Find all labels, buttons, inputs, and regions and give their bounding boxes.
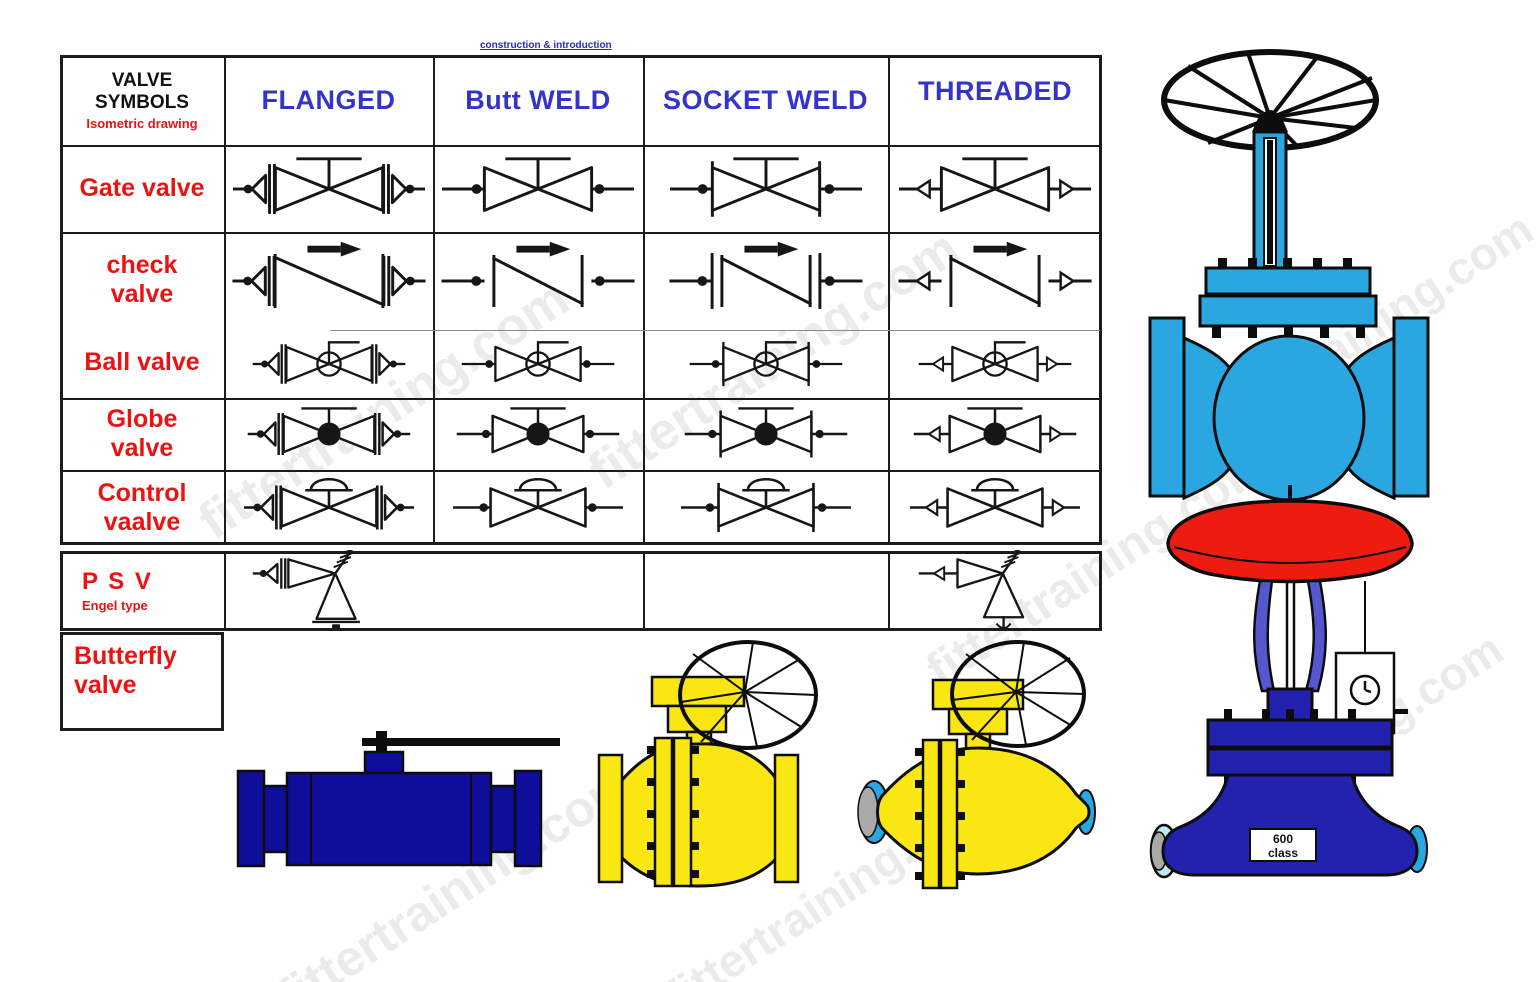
- symbols-table-frame: [60, 55, 1102, 545]
- ball-socket-weld-symbol: [689, 341, 842, 387]
- class-tag-line1: 600: [1273, 832, 1293, 846]
- row-label-butterfly-line2: valve: [74, 671, 137, 699]
- gate-flanged-symbol: [232, 156, 425, 214]
- lever-ball-valve-illustration: [236, 731, 560, 868]
- class-tag-line2: class: [1268, 846, 1298, 860]
- gate-butt-weld-symbol: [441, 156, 635, 212]
- check-socket-weld-symbol: [668, 241, 863, 309]
- control-butt-weld-symbol: [453, 477, 623, 528]
- control-flanged-symbol: [243, 477, 414, 530]
- ball-flanged-symbol: [252, 341, 405, 384]
- globe-flanged-symbol: [247, 407, 410, 456]
- check-butt-weld-symbol: [441, 241, 635, 307]
- column-header-socket-weld: SOCKET WELD: [663, 84, 868, 115]
- valve-body: [285, 771, 493, 867]
- column-header-butt-weld: Butt WELD: [465, 84, 611, 115]
- class-tag: [1249, 828, 1317, 862]
- flange-left: [236, 769, 266, 868]
- table-title-subtitle: Isometric drawing: [86, 115, 198, 131]
- row-label-gate-valve: Gate valve: [79, 174, 205, 203]
- actuator-dome: [1166, 499, 1414, 584]
- check-flanged-symbol: [231, 241, 426, 308]
- butterfly-row-frame: [60, 632, 224, 731]
- row-label-ball-valve: Ball valve: [84, 347, 200, 376]
- psv-threaded-symbol: [918, 550, 1026, 630]
- control-threaded-symbol: [910, 477, 1080, 528]
- row-label-globe-line1: Globe: [106, 405, 178, 434]
- handwheel-icon: [950, 640, 1086, 748]
- row-label-control-line2: vaalve: [103, 507, 181, 536]
- globe-threaded-symbol: [913, 407, 1077, 454]
- row-label-control-valve: Control vaalve: [62, 472, 222, 543]
- valve-body: [597, 736, 800, 888]
- table-title-line2: SYMBOLS: [95, 91, 189, 113]
- row-label-psv: P S V Engel type: [62, 553, 222, 629]
- column-header-flanged: FLANGED: [261, 84, 396, 115]
- gate-valve-illustration: [1148, 49, 1430, 502]
- globe-butt-weld-symbol: [456, 407, 620, 454]
- flange-right: [513, 769, 543, 868]
- row-label-control-line1: Control: [97, 478, 187, 507]
- welded-ball-valve-illustration: [857, 640, 1096, 890]
- valve-body: [857, 738, 1096, 890]
- row-label-butterfly-line1: Butterfly: [74, 642, 177, 671]
- bonnet-flange: [1198, 258, 1378, 338]
- psv-row-frame: [60, 551, 1102, 631]
- flange-left: [597, 753, 624, 884]
- yoke-legs: [1252, 579, 1328, 693]
- flanged-ball-valve-illustration: [597, 640, 818, 888]
- top-note: construction & introduction: [480, 40, 612, 51]
- flange-right: [773, 753, 800, 884]
- column-header-threaded: THREADED: [917, 75, 1072, 106]
- control-socket-weld-symbol: [680, 477, 851, 533]
- row-label-psv-main: P S V: [82, 567, 153, 595]
- handwheel-icon: [678, 640, 818, 750]
- row-label-check-valve: check valve: [62, 240, 222, 320]
- gate-socket-weld-symbol: [669, 156, 862, 217]
- valve-body: 600 class: [1149, 773, 1428, 879]
- row-label-globe-valve: Globe valve: [62, 400, 222, 468]
- row-label-psv-sub: Engel type: [82, 598, 148, 614]
- psv-flanged-symbol: [252, 550, 360, 629]
- table-title: VALVE SYMBOLS Isometric drawing: [62, 57, 222, 143]
- row-label-butterfly-valve: Butterfly valve: [62, 636, 222, 706]
- row-label-globe-line2: valve: [110, 434, 174, 462]
- control-valve-illustration: 600 class: [1149, 485, 1428, 879]
- row-label-check-line1: check: [106, 251, 178, 280]
- check-threaded-symbol: [898, 241, 1092, 307]
- globe-socket-weld-symbol: [684, 407, 847, 458]
- gate-threaded-symbol: [898, 156, 1092, 212]
- lever-handle-icon: [362, 731, 560, 753]
- valve-body: [1148, 316, 1430, 502]
- row-label-check-line2: valve: [110, 280, 174, 308]
- table-title-line1: VALVE: [111, 69, 173, 91]
- ball-butt-weld-symbol: [461, 341, 615, 383]
- ball-threaded-symbol: [918, 341, 1072, 383]
